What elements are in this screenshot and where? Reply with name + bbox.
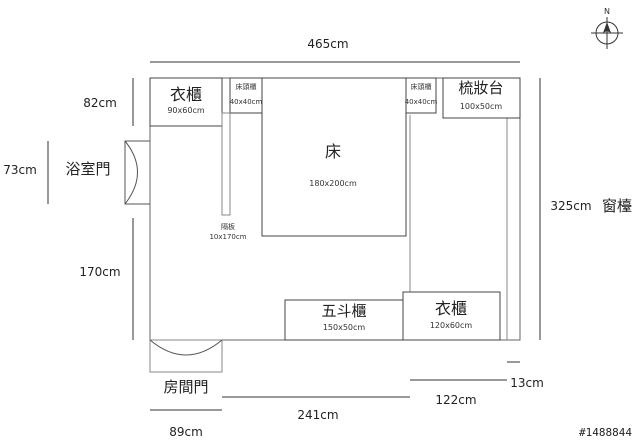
dresser-name: 五斗櫃 bbox=[321, 302, 366, 320]
wardrobe-bottom-size: 120x60cm bbox=[430, 321, 473, 330]
wardrobe-top-size: 90x60cm bbox=[167, 106, 204, 115]
watermark: #1488844 bbox=[579, 426, 632, 439]
dim-door-width: 89cm bbox=[169, 425, 203, 439]
dim-bathroom-door: 73cm bbox=[3, 163, 37, 177]
nightstand-right-size: 40x40cm bbox=[405, 98, 438, 106]
label-bathroom-door: 浴室門 bbox=[65, 160, 110, 178]
vanity-name: 梳妝台 bbox=[458, 79, 503, 97]
bathroom-door-arc bbox=[124, 140, 138, 205]
partition-name: 隔板 bbox=[221, 222, 235, 231]
bed-name: 床 bbox=[325, 142, 341, 161]
dim-top-width: 465cm bbox=[307, 37, 348, 51]
compass-icon bbox=[591, 17, 623, 49]
room-door-arc bbox=[149, 339, 223, 356]
bed-size: 180x200cm bbox=[309, 179, 357, 188]
bathroom-door-swing bbox=[124, 140, 150, 205]
compass-north-label: N bbox=[604, 7, 610, 16]
nightstand-left-name: 床頭櫃 bbox=[236, 82, 257, 91]
label-room-door: 房間門 bbox=[163, 378, 208, 396]
bed bbox=[261, 77, 407, 237]
vanity-size: 100x50cm bbox=[460, 102, 503, 111]
dim-right-height: 325cm bbox=[550, 199, 591, 213]
wardrobe-bottom-name: 衣櫃 bbox=[435, 299, 467, 318]
wardrobe-bottom bbox=[402, 291, 501, 341]
nightstand-left-size: 40x40cm bbox=[230, 98, 263, 106]
partition bbox=[221, 112, 231, 216]
vanity bbox=[442, 77, 521, 119]
nightstand-left bbox=[229, 77, 263, 114]
dresser-size: 150x50cm bbox=[323, 323, 366, 332]
room-door-frame bbox=[149, 339, 223, 373]
dim-left-lower: 170cm bbox=[79, 265, 120, 279]
wardrobe-top-name: 衣櫃 bbox=[170, 85, 202, 104]
dim-bottom-right: 122cm bbox=[435, 393, 476, 407]
dim-left-top: 82cm bbox=[83, 96, 117, 110]
label-window: 窗檯 bbox=[602, 197, 632, 215]
dim-bottom-corner: 13cm bbox=[510, 376, 544, 390]
partition-size: 10x170cm bbox=[209, 233, 246, 241]
wardrobe-top bbox=[149, 77, 223, 127]
dim-bottom-middle: 241cm bbox=[297, 408, 338, 422]
nightstand-right-name: 床頭櫃 bbox=[411, 82, 432, 91]
nightstand-right bbox=[405, 77, 437, 114]
